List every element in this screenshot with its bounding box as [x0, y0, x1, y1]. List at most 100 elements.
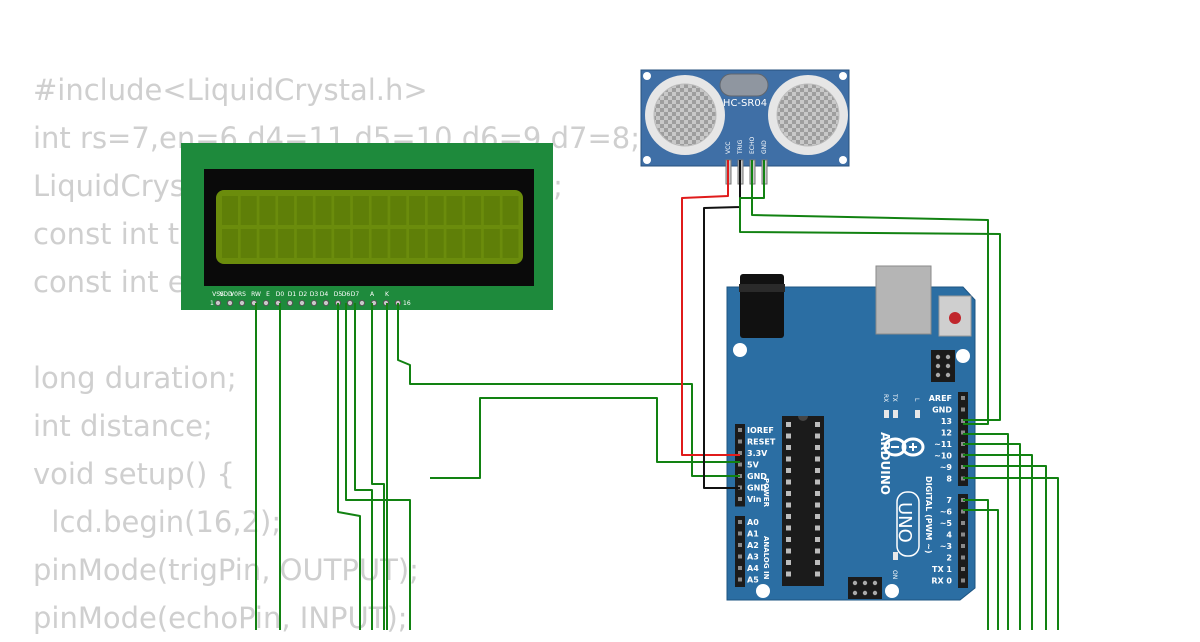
lcd-pin-pad[interactable]: [262, 299, 270, 307]
header-pin[interactable]: [738, 428, 742, 432]
header-pin[interactable]: [738, 451, 742, 455]
sensor-mount-hole: [839, 156, 847, 164]
code-line: int distance;: [33, 409, 213, 443]
lcd-cell: [427, 229, 444, 258]
header-pin-label: ~3: [940, 542, 952, 551]
wire-sensor-trig[interactable]: [751, 160, 989, 425]
header-pin-label: ~10: [934, 452, 952, 461]
power-title: POWER: [762, 478, 770, 508]
wire-lcd-power[interactable]: [430, 397, 740, 479]
lcd-pin-pad[interactable]: [346, 299, 354, 307]
reset-button[interactable]: [949, 312, 961, 324]
header-pin-label: 4: [946, 531, 952, 540]
lcd-cell: [427, 196, 444, 225]
header-pin[interactable]: [961, 555, 965, 560]
wire-sensor-gnd[interactable]: [703, 160, 741, 489]
header-pin-label: 5V: [747, 461, 760, 470]
lcd-pin-pad[interactable]: [238, 299, 246, 307]
header-pin[interactable]: [738, 577, 742, 582]
arduino-logo: [883, 437, 925, 457]
header-pin[interactable]: [961, 509, 965, 514]
lcd-cell: [278, 229, 295, 258]
wire-lcd-d5[interactable]: [345, 303, 411, 630]
lcd-pin-pad[interactable]: [298, 299, 306, 307]
wire-lcd-d7[interactable]: [371, 303, 385, 630]
header-pin-label: ~6: [940, 508, 953, 517]
header-pin[interactable]: [961, 567, 965, 571]
header-pin-label: IOREF: [747, 426, 774, 435]
wire-d11[interactable]: [963, 443, 1021, 630]
chip-leg: [815, 456, 820, 462]
wire-d7[interactable]: [963, 499, 989, 630]
header-pin[interactable]: [961, 578, 965, 583]
header-pin[interactable]: [738, 543, 742, 547]
header-pin-label: A0: [747, 518, 759, 527]
lcd-pin-pad[interactable]: [322, 299, 330, 307]
wire-d9[interactable]: [963, 465, 1047, 630]
header-pin-label: 7: [946, 496, 952, 505]
lcd-cell: [240, 229, 257, 258]
lcd-cell: [315, 196, 332, 225]
wire-lcd-d4[interactable]: [337, 303, 361, 630]
header-pin[interactable]: [961, 544, 965, 548]
header-pin[interactable]: [738, 554, 742, 559]
on-led-label: ON: [891, 570, 898, 579]
header-pin[interactable]: [961, 396, 965, 400]
header-pin-label: RESET: [747, 438, 776, 447]
lcd-pin-pad[interactable]: [214, 299, 222, 307]
header-pin-label: Vin: [747, 495, 762, 504]
arduino-model-label: UNO: [894, 502, 915, 543]
lcd-pin-first-label: 1: [210, 300, 214, 307]
wire-lcd-k[interactable]: [397, 303, 740, 477]
header-pin-label: A5: [747, 576, 759, 585]
lcd-cell: [390, 229, 407, 258]
header-pin[interactable]: [961, 532, 965, 537]
header-pin-label: GND: [932, 406, 952, 415]
header-pin-label: A3: [747, 553, 759, 562]
usb-connector: [875, 265, 932, 335]
header-pin[interactable]: [738, 462, 742, 467]
sensor-transmitter-mesh: [653, 83, 717, 147]
header-pin[interactable]: [738, 439, 742, 444]
header-body: [958, 494, 968, 588]
sensor-mount-hole: [643, 72, 651, 80]
tx-led-label: TX: [891, 393, 898, 402]
header-pin-label: A4: [747, 564, 759, 573]
chip-leg: [786, 571, 791, 577]
wire-sensor-echo[interactable]: [739, 160, 1001, 421]
header-pin[interactable]: [961, 521, 965, 525]
header-pin-label: 2: [946, 554, 952, 563]
lcd-character-grid: [222, 196, 519, 258]
wire-lcd-d6[interactable]: [354, 303, 373, 630]
header-pin[interactable]: [961, 430, 965, 435]
power-jack: [740, 274, 784, 338]
header-pin[interactable]: [738, 497, 742, 501]
lcd-pin-pad[interactable]: [226, 299, 234, 307]
header-pin[interactable]: [738, 531, 742, 536]
header-pin[interactable]: [738, 566, 742, 570]
wire-d12[interactable]: [963, 433, 1009, 630]
lcd-pin-pad[interactable]: [286, 299, 294, 307]
wire-d6[interactable]: [963, 509, 999, 630]
chip-leg: [815, 502, 820, 508]
header-body: [958, 392, 968, 486]
header-pin[interactable]: [738, 520, 742, 524]
lcd-pin-pad[interactable]: [358, 299, 366, 307]
lcd-pin-label: D4: [320, 291, 329, 298]
lcd-cell: [502, 196, 519, 225]
wires: [255, 160, 1059, 630]
sensor-mount-hole: [839, 72, 847, 80]
wire-d8[interactable]: [963, 477, 1059, 630]
wire-d10[interactable]: [963, 454, 1033, 630]
header-pin[interactable]: [961, 407, 965, 412]
chip-leg: [786, 525, 791, 531]
wire-sensor-vcc[interactable]: [681, 160, 740, 456]
lcd-pin-label: V0: [230, 291, 238, 298]
lcd-pin-pad[interactable]: [310, 299, 318, 307]
lcd-pin-label: A: [370, 291, 375, 298]
